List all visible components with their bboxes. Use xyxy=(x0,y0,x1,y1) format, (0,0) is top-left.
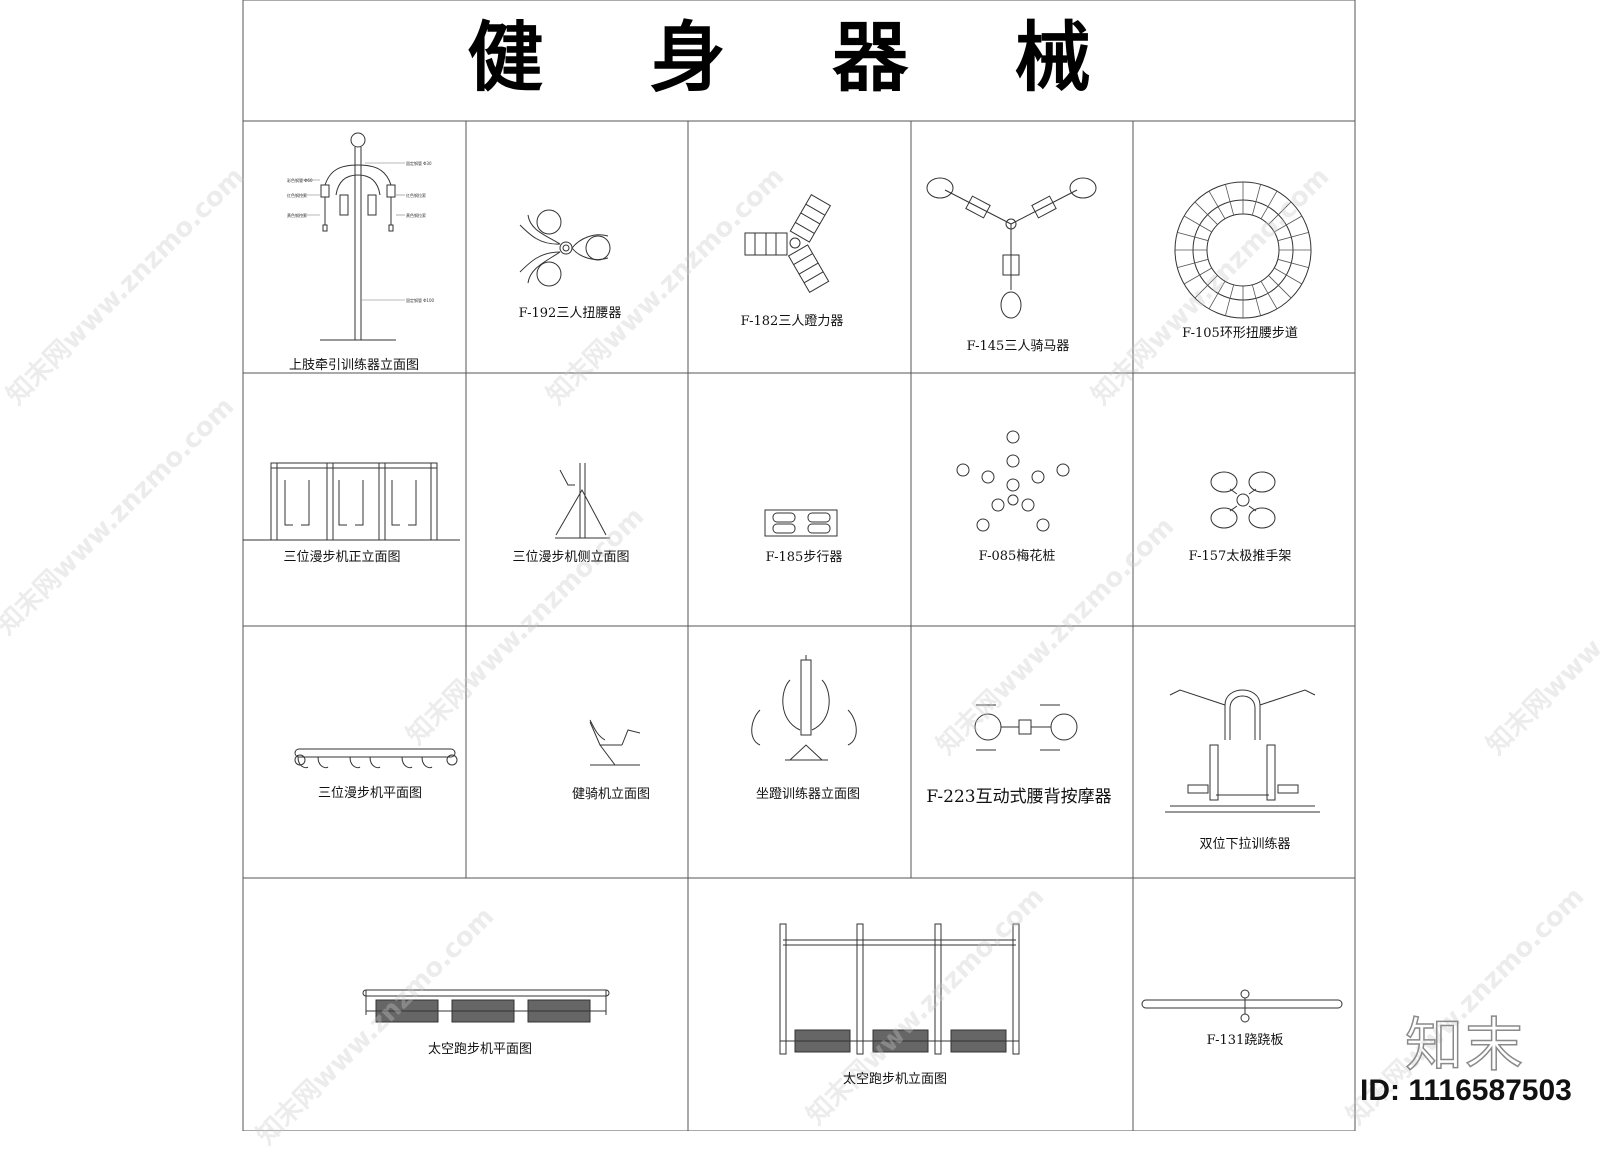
equipment-label: F-145三人骑马器 xyxy=(966,339,1070,354)
massager-drawing xyxy=(974,704,1078,751)
annotation-text: 固定钢管 Φ30 xyxy=(406,160,432,166)
annotation-text: 黄色钢拉索 xyxy=(406,212,426,218)
ring-segment-line xyxy=(1194,201,1218,225)
equipment-label: 上肢牵引训练器立面图 xyxy=(288,358,420,373)
equipment-label: 三位漫步机正立面图 xyxy=(283,550,401,565)
equipment-label: 坐蹬训练器立面图 xyxy=(755,787,861,802)
equipment-label: 三位漫步机平面图 xyxy=(317,786,423,801)
seesaw-drawing xyxy=(1141,989,1343,1023)
equipment-label: F-105环形扭腰步道 xyxy=(1182,326,1298,341)
equipment-label: F-223互动式腰背按摩器 xyxy=(926,787,1112,807)
page-title: 健 身 器 械 xyxy=(467,13,1131,102)
space-walker-plan-drawing xyxy=(362,989,610,1023)
equipment-label: F-131跷跷板 xyxy=(1206,1033,1284,1048)
equipment-label: F-192三人扭腰器 xyxy=(518,306,622,321)
pulldown-trainer-drawing xyxy=(1165,689,1320,813)
equipment-label: F-157太极推手架 xyxy=(1188,549,1292,564)
walker-plan-drawing xyxy=(764,509,838,537)
upper-limb-trainer-drawing: 固定钢管 Φ30 彩色钢管 Φ60 红色钢拉索 红色钢拉索 黄色钢拉索 黄色钢拉… xyxy=(287,132,435,341)
taiji-stand-drawing xyxy=(1210,471,1276,529)
seated-press-drawing xyxy=(751,655,857,761)
ring-segment-line xyxy=(1183,215,1213,233)
plum-piles-drawing xyxy=(956,430,1070,532)
equipment-label: 太空跑步机平面图 xyxy=(427,1042,533,1057)
frame-grid xyxy=(242,0,1356,1131)
ring-segment-line xyxy=(1268,275,1292,299)
image-id: ID: 1116587503 xyxy=(1360,1074,1572,1107)
ring-segment-line xyxy=(1251,184,1261,216)
ring-segment-line xyxy=(1208,280,1226,310)
ring-segment-line xyxy=(1208,190,1226,220)
annotation-text: 黄色钢拉索 xyxy=(287,212,307,218)
ring-segment-line xyxy=(1177,258,1209,268)
walker-front-drawing xyxy=(243,462,460,541)
ring-path-drawing xyxy=(1174,181,1312,319)
ring-segment-line xyxy=(1177,232,1209,242)
ring-segment-line xyxy=(1183,267,1213,285)
annotation-text: 固定钢管 Φ100 xyxy=(406,297,435,303)
walker-side-drawing xyxy=(555,463,610,539)
equipment-label: 双位下拉训练器 xyxy=(1199,837,1291,852)
space-walker-elev-drawing xyxy=(779,923,1020,1055)
ring-segment-line xyxy=(1251,284,1261,316)
riding-machine-drawing xyxy=(589,719,641,766)
ring-segment-line xyxy=(1260,280,1278,310)
ring-segment-line xyxy=(1277,232,1309,242)
equipment-label: F-185步行器 xyxy=(765,550,843,565)
equipment-label: 太空跑步机立面图 xyxy=(842,1072,948,1087)
equipment-label: F-182三人蹬力器 xyxy=(740,314,844,329)
equipment-label: 三位漫步机侧立面图 xyxy=(512,550,630,565)
ring-segment-line xyxy=(1260,190,1278,220)
annotation-text: 红色钢拉索 xyxy=(287,192,307,198)
leg-press-drawing xyxy=(744,194,832,293)
annotation-text: 彩色钢管 Φ60 xyxy=(287,177,313,183)
walker-plan-long-drawing xyxy=(294,748,458,769)
ring-segment-line xyxy=(1277,258,1309,268)
annotation-text: 红色钢拉索 xyxy=(406,192,426,198)
equipment-label: 健骑机立面图 xyxy=(571,787,651,802)
ring-segment-line xyxy=(1268,201,1292,225)
brand-logo: 知末 xyxy=(1404,1010,1526,1080)
waist-twister-drawing xyxy=(519,209,611,287)
ring-segment-line xyxy=(1273,267,1303,285)
ring-segment-line xyxy=(1225,284,1235,316)
ring-segment-line xyxy=(1225,184,1235,216)
ring-segment-line xyxy=(1194,275,1218,299)
equipment-label: F-085梅花桩 xyxy=(978,549,1056,564)
ring-segment-line xyxy=(1273,215,1303,233)
horse-rider-drawing xyxy=(926,177,1097,319)
